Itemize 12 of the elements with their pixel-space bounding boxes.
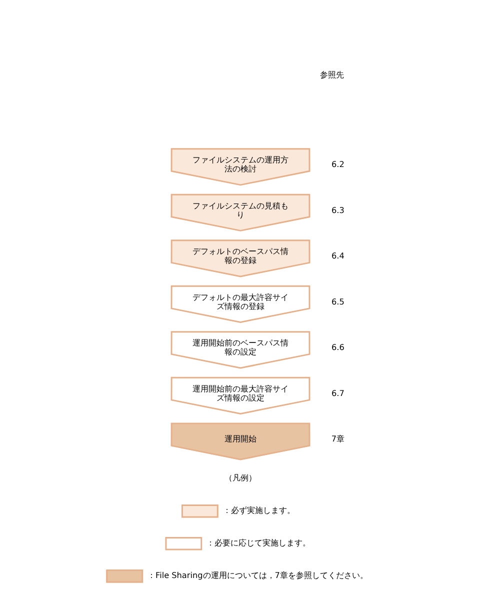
- label: 参照先: [320, 69, 344, 80]
- legend-label: ：必ず実施します。: [222, 505, 295, 516]
- node-label: 6.5: [331, 296, 344, 306]
- label: （凡例）: [224, 472, 256, 483]
- node-label: 6.3: [331, 204, 344, 215]
- node-label: 6.7: [331, 388, 344, 398]
- node-label: 6.2: [331, 159, 344, 170]
- node-label: 6.4: [331, 250, 344, 261]
- node-label: 6.6: [331, 342, 344, 352]
- legend-label: ：必要に応じて実施します。: [206, 538, 311, 548]
- legend-label: ：File Sharingの運用については，7章を参照してください。: [148, 570, 368, 580]
- node-label: 7章: [331, 434, 345, 444]
